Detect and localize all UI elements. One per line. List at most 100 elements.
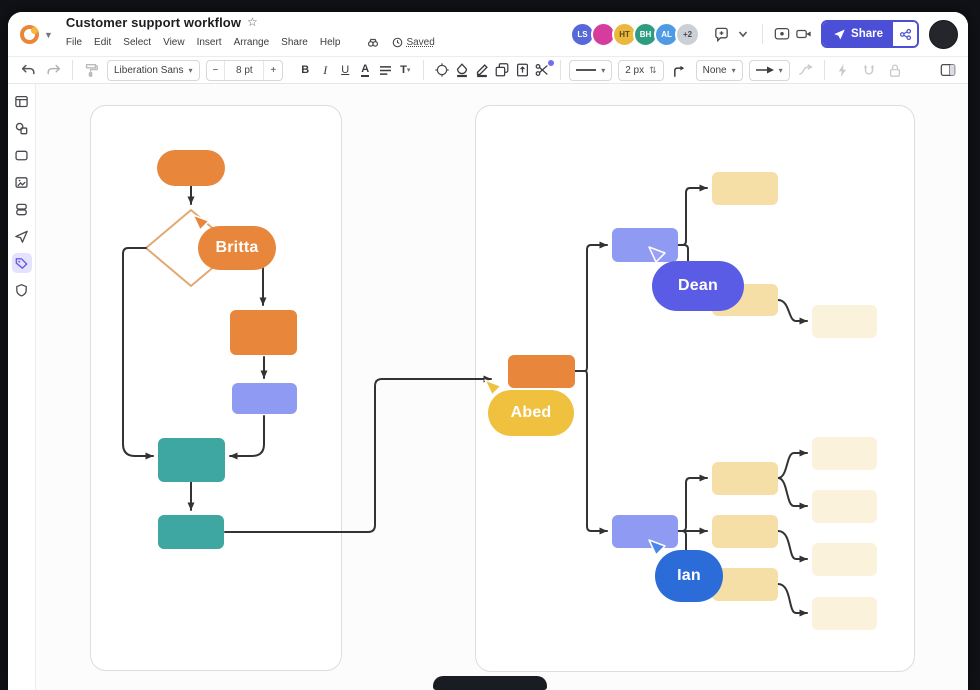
child-node-tan[interactable] xyxy=(712,568,778,601)
video-icon[interactable] xyxy=(793,23,815,45)
container-left[interactable] xyxy=(90,105,342,671)
menu-select[interactable]: Select xyxy=(123,37,152,48)
right-panel-toggle-icon[interactable] xyxy=(938,60,958,80)
layers-icon[interactable] xyxy=(12,199,32,219)
menu-edit[interactable]: Edit xyxy=(94,37,112,48)
underline-button[interactable]: U xyxy=(341,64,350,76)
cursor-pointer-icon xyxy=(192,214,210,231)
cursor-pointer-icon xyxy=(484,379,502,396)
avatar[interactable]: AL xyxy=(654,21,680,47)
line-style-select[interactable]: ▾ xyxy=(569,59,613,81)
process-node-orange[interactable] xyxy=(230,310,297,355)
avatar[interactable] xyxy=(591,21,617,47)
cursor-label: Dean xyxy=(652,261,744,311)
text-color-button[interactable]: A xyxy=(361,62,370,77)
font-size-decrease-button[interactable]: − xyxy=(212,64,219,76)
redo-icon[interactable] xyxy=(44,60,64,80)
line-color-icon[interactable] xyxy=(472,60,492,80)
favorite-star-icon[interactable]: ☆ xyxy=(247,15,258,29)
menu-view[interactable]: View xyxy=(163,37,185,48)
cursor-pointer-icon xyxy=(648,246,666,263)
process-node-teal-1[interactable] xyxy=(158,438,225,482)
cursor-pointer-icon xyxy=(648,539,666,556)
connector-type-icon[interactable] xyxy=(670,60,690,80)
home-indicator xyxy=(433,676,547,690)
paper-plane-icon xyxy=(834,28,845,40)
menu-help[interactable]: Help xyxy=(319,37,341,48)
document-title[interactable]: Customer support workflow xyxy=(65,14,242,30)
text-align-button[interactable] xyxy=(375,60,395,80)
line-end-select[interactable]: ▾ xyxy=(748,59,790,81)
anchor-icon[interactable] xyxy=(859,60,879,80)
solid-line-icon xyxy=(576,69,597,71)
lightning-icon[interactable] xyxy=(833,60,853,80)
process-node-purple[interactable] xyxy=(232,383,297,414)
format-painter-icon[interactable] xyxy=(81,60,101,80)
cursor-label: Britta xyxy=(198,226,276,270)
shield-icon[interactable] xyxy=(12,280,32,300)
font-family-select[interactable]: Liberation Sans▾ xyxy=(107,59,200,81)
child-node-tan[interactable] xyxy=(712,515,778,548)
diagram-canvas[interactable]: Britta Abed Dean xyxy=(36,84,968,690)
app-logo[interactable] xyxy=(20,24,39,44)
child-node-tan[interactable] xyxy=(712,172,778,205)
leaf-node-light-tan[interactable] xyxy=(812,490,877,523)
magic-cut-icon[interactable] xyxy=(532,60,555,80)
format-toolbar: Liberation Sans▾ − 8 pt + B I U A T▾ xyxy=(8,57,968,84)
collaborator-avatars: LS HT BH AL +2 xyxy=(570,21,701,47)
italic-button[interactable]: I xyxy=(323,62,328,77)
process-node-teal-2[interactable] xyxy=(158,515,224,549)
reroute-icon[interactable] xyxy=(796,60,816,80)
comments-icon[interactable] xyxy=(710,23,732,45)
font-size-increase-button[interactable]: + xyxy=(270,64,277,76)
line-width-select[interactable]: 2 px⇅ xyxy=(618,59,664,81)
child-node-tan[interactable] xyxy=(712,462,778,495)
cursor-label: Ian xyxy=(655,550,723,602)
undo-icon[interactable] xyxy=(18,60,38,80)
lock-icon[interactable] xyxy=(885,60,905,80)
font-size-value[interactable]: 8 pt xyxy=(224,60,265,80)
fill-color-icon[interactable] xyxy=(452,60,472,80)
leaf-node-light-tan[interactable] xyxy=(812,597,877,630)
cursor-label: Abed xyxy=(488,390,574,436)
left-sidebar xyxy=(8,84,36,690)
shapes-icon[interactable] xyxy=(12,118,32,138)
menu-bar: File Edit Select View Insert Arrange Sha… xyxy=(66,32,435,54)
account-avatar[interactable] xyxy=(929,19,958,49)
avatar-overflow-count[interactable]: +2 xyxy=(675,21,701,47)
menu-file[interactable]: File xyxy=(65,37,83,48)
save-status[interactable]: Saved xyxy=(392,37,435,48)
copy-style-icon[interactable] xyxy=(492,60,512,80)
comments-chevron-down-icon[interactable] xyxy=(732,23,754,45)
clock-icon xyxy=(393,37,403,48)
share-link-icon[interactable] xyxy=(893,22,917,46)
leaf-node-light-tan[interactable] xyxy=(812,543,877,576)
leaf-node-light-tan[interactable] xyxy=(812,305,877,338)
menu-arrange[interactable]: Arrange xyxy=(233,37,270,48)
image-icon[interactable] xyxy=(12,172,32,192)
branch-node-dean[interactable] xyxy=(612,228,678,262)
branch-node-ian[interactable] xyxy=(612,515,678,548)
templates-icon[interactable] xyxy=(12,91,32,111)
share-button[interactable]: Share xyxy=(823,22,893,46)
menu-insert[interactable]: Insert xyxy=(196,37,222,48)
font-size-stepper: − 8 pt + xyxy=(205,59,284,81)
avatar[interactable]: LS xyxy=(570,21,596,47)
bold-button[interactable]: B xyxy=(301,64,310,76)
top-bar: ▼ Customer support workflow ☆ File Edit … xyxy=(8,12,968,57)
line-start-select[interactable]: None▾ xyxy=(695,59,743,81)
search-document-icon[interactable] xyxy=(362,32,384,54)
frame-icon[interactable] xyxy=(12,145,32,165)
text-options-button[interactable]: T▾ xyxy=(400,64,411,76)
send-icon[interactable] xyxy=(12,226,32,246)
theme-icon[interactable] xyxy=(432,60,452,80)
present-icon[interactable] xyxy=(771,23,793,45)
root-node-orange[interactable] xyxy=(508,355,575,388)
tag-icon[interactable] xyxy=(11,253,32,273)
menu-share[interactable]: Share xyxy=(281,37,308,48)
logo-chevron-down-icon[interactable]: ▼ xyxy=(44,30,53,40)
leaf-node-light-tan[interactable] xyxy=(812,437,877,470)
image-replace-icon[interactable] xyxy=(512,60,532,80)
start-node[interactable] xyxy=(157,150,225,186)
